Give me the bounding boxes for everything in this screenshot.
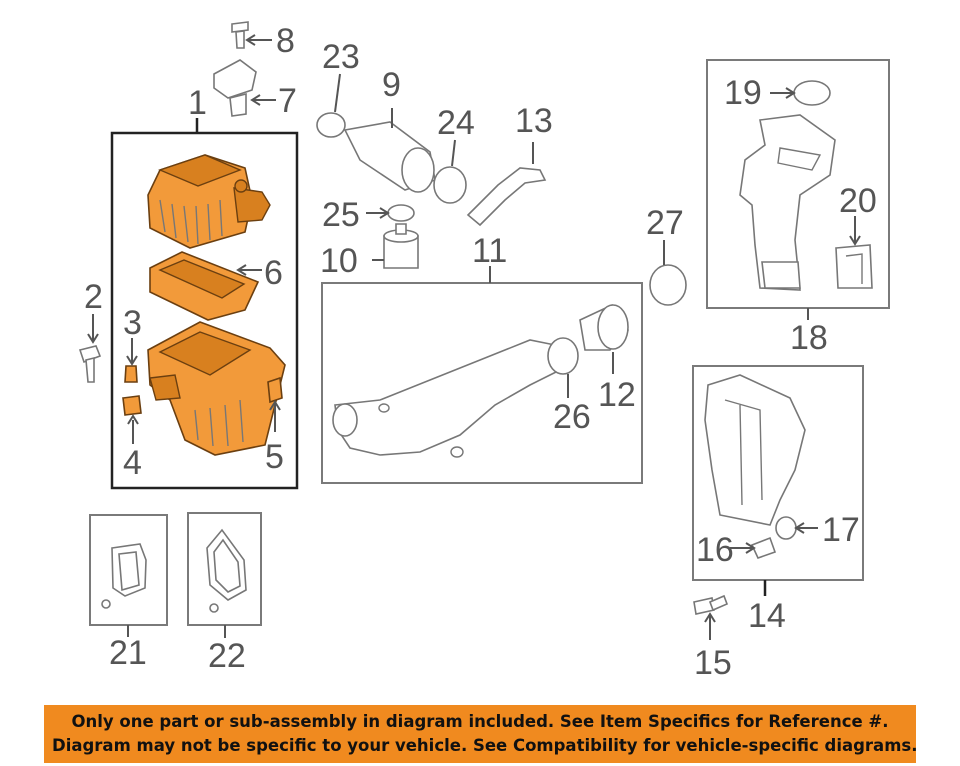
callout-5: 5 xyxy=(265,438,284,476)
arrowhead-5 xyxy=(269,400,281,411)
callout-27: 27 xyxy=(646,204,684,242)
leader-23 xyxy=(334,73,341,113)
air-filter-element xyxy=(149,251,260,321)
disclaimer-banner: Only one part or sub-assembly in diagram… xyxy=(44,705,918,763)
mass-airflow-sensor-7 xyxy=(213,59,257,117)
arrowhead-6 xyxy=(236,264,247,276)
grommet-4 xyxy=(122,395,142,416)
screw-8 xyxy=(231,21,249,49)
callout-3: 3 xyxy=(123,304,142,342)
callout-2: 2 xyxy=(84,278,103,316)
arrowhead-3 xyxy=(126,355,138,366)
clamp-23 xyxy=(316,112,346,138)
callout-10: 10 xyxy=(320,242,358,280)
callout-18: 18 xyxy=(790,319,828,357)
arrowhead-7 xyxy=(250,94,261,106)
callout-26: 26 xyxy=(553,398,591,436)
callout-24: 24 xyxy=(437,104,475,142)
disclaimer-line-1: Only one part or sub-assembly in diagram… xyxy=(71,712,889,731)
arrowhead-25 xyxy=(379,207,390,219)
cap-25 xyxy=(387,204,415,222)
pin-16 xyxy=(750,536,777,559)
outlet-duct-11 xyxy=(332,339,561,458)
callout-14: 14 xyxy=(748,597,786,635)
callout-8: 8 xyxy=(276,22,295,60)
mount-insulator-3 xyxy=(124,365,138,383)
callout-6: 6 xyxy=(264,254,283,292)
arrowhead-19 xyxy=(785,87,796,99)
callout-21: 21 xyxy=(109,634,147,672)
bracket-20 xyxy=(835,244,873,289)
callout-19: 19 xyxy=(724,74,762,112)
arrowhead-8 xyxy=(245,34,256,46)
leader-24 xyxy=(451,139,456,167)
arrowhead-2 xyxy=(87,333,99,344)
callout-20: 20 xyxy=(839,182,877,220)
resonator-box-14 xyxy=(704,374,806,526)
callout-9: 9 xyxy=(382,66,401,104)
bolt-2 xyxy=(78,345,102,383)
hose-13 xyxy=(466,167,547,227)
intake-duct-9 xyxy=(343,121,436,193)
callout-23: 23 xyxy=(322,38,360,76)
group-box-14 xyxy=(692,365,864,581)
gasket-21 xyxy=(101,543,147,609)
clip-5 xyxy=(267,376,283,404)
air-cleaner-lower-housing xyxy=(147,321,286,456)
clamp-26 xyxy=(547,337,579,375)
parts-diagram: 1 2 3 4 5 6 7 8 9 10 11 12 13 14 15 16 1… xyxy=(78,21,890,682)
callout-22: 22 xyxy=(208,637,246,675)
arrowhead-4 xyxy=(127,414,139,425)
callout-7: 7 xyxy=(278,82,297,120)
gasket-22 xyxy=(206,528,247,613)
callout-15: 15 xyxy=(694,644,732,682)
group-box-18 xyxy=(706,59,890,309)
group-box-11 xyxy=(321,282,643,484)
coupler-12 xyxy=(579,303,630,351)
callout-1: 1 xyxy=(188,84,207,122)
arrowhead-15 xyxy=(704,612,716,623)
callout-25: 25 xyxy=(322,196,360,234)
arrowhead-20 xyxy=(849,235,861,246)
arrowhead-16 xyxy=(745,542,756,554)
callout-4: 4 xyxy=(123,444,142,482)
resonator-10 xyxy=(383,223,419,269)
callout-11: 11 xyxy=(472,232,507,270)
callout-13: 13 xyxy=(515,102,553,140)
grommet-17 xyxy=(775,516,797,540)
assembly-box-1 xyxy=(110,131,299,490)
clamp-24 xyxy=(433,166,467,204)
seal-19 xyxy=(793,80,831,106)
air-inlet-18 xyxy=(739,114,836,291)
air-cleaner-upper-cover xyxy=(147,154,271,249)
callout-17: 17 xyxy=(822,511,860,549)
bolt-15 xyxy=(693,594,729,615)
callout-16: 16 xyxy=(696,531,734,569)
callout-12: 12 xyxy=(598,376,636,414)
arrowhead-17 xyxy=(794,522,805,534)
disclaimer-line-2: Diagram may not be specific to your vehi… xyxy=(52,736,918,755)
clamp-27 xyxy=(649,264,687,306)
